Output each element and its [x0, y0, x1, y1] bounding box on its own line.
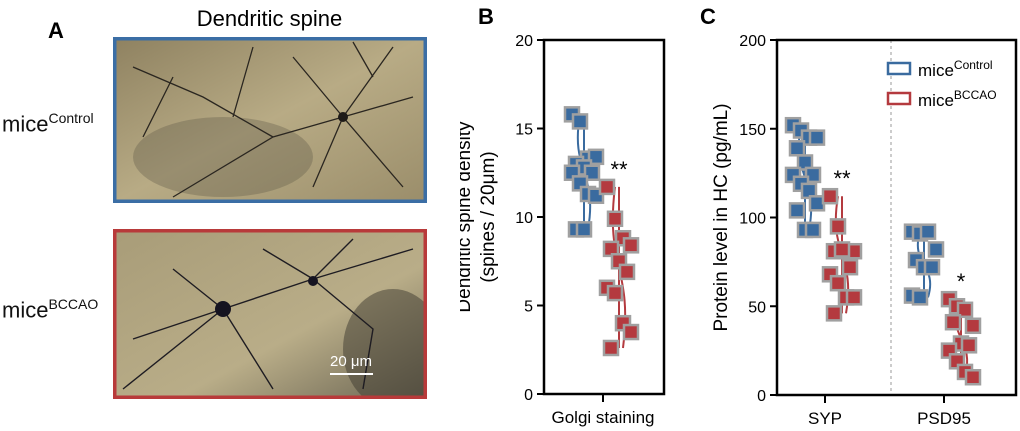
data-point-bccao — [618, 263, 636, 281]
data-point-control — [788, 202, 806, 219]
data-point-bccao — [845, 289, 863, 306]
data-point-bccao — [944, 313, 962, 331]
data-point-bccao — [956, 301, 974, 319]
y-tick-label: 100 — [739, 211, 766, 228]
data-point-bccao — [964, 317, 982, 335]
y-tick-label: 150 — [739, 122, 766, 139]
panel-b-letter: B — [478, 4, 494, 29]
y-tick-label: 5 — [524, 299, 533, 316]
panel-c-letter: C — [700, 4, 716, 29]
data-point-bccao — [821, 187, 839, 205]
y-axis-label: Protein level in HC (pg/mL) — [711, 103, 732, 331]
y-tick-label: 15 — [515, 122, 533, 139]
legend-swatch-bccao — [886, 91, 912, 106]
data-point-bccao — [622, 323, 640, 341]
panel-a-title: Dendritic spine — [196, 6, 343, 31]
data-point-control — [808, 129, 826, 146]
y-tick-label: 20 — [515, 33, 533, 50]
data-point-bccao — [606, 284, 624, 302]
data-point-control — [587, 148, 605, 166]
data-point-control — [788, 140, 806, 157]
data-point-bccao — [606, 210, 624, 228]
data-point-bccao — [833, 241, 851, 258]
micrograph-bccao: 20 μm — [113, 229, 427, 399]
legend-label-control: miceControl — [918, 58, 993, 80]
data-point-bccao — [602, 339, 620, 357]
y-axis-label: Dendritic spine density — [460, 121, 475, 313]
data-point-control — [919, 223, 937, 240]
data-point-control — [804, 166, 822, 184]
row-label-control: miceControl — [2, 110, 94, 137]
data-point-control — [575, 221, 593, 238]
y-axis-label: (spines / 20μm) — [478, 151, 499, 282]
significance-marker: ** — [610, 157, 628, 182]
significance-marker: ** — [833, 166, 851, 191]
data-point-control — [927, 241, 945, 258]
significance-marker: * — [957, 269, 966, 294]
data-point-bccao — [622, 237, 640, 254]
data-point-bccao — [825, 305, 843, 322]
data-point-bccao — [829, 218, 847, 235]
data-point-bccao — [829, 274, 847, 292]
data-point-bccao — [841, 258, 859, 276]
data-point-control — [583, 164, 601, 181]
panel-a-letter: A — [48, 18, 64, 43]
data-point-bccao — [960, 337, 978, 354]
y-tick-label: 0 — [757, 388, 766, 405]
legend-label-bccao: miceBCCAO — [918, 88, 997, 110]
data-point-control — [911, 289, 929, 306]
micrograph-control — [113, 37, 427, 203]
data-point-bccao — [598, 178, 616, 196]
data-point-control — [804, 221, 822, 239]
x-tick-label: SYP — [808, 409, 842, 428]
x-tick-label: PSD95 — [917, 409, 971, 428]
legend-swatch-control — [886, 61, 912, 76]
data-point-control — [571, 113, 589, 130]
y-tick-label: 200 — [739, 33, 766, 50]
row-label-bccao: miceBCCAO — [2, 296, 99, 323]
scale-bar-label: 20 μm — [330, 353, 372, 370]
data-point-bccao — [964, 369, 982, 386]
data-point-control — [923, 258, 941, 276]
y-tick-label: 10 — [515, 210, 533, 227]
x-tick-label: Golgi staining — [551, 408, 654, 427]
y-tick-label: 0 — [524, 387, 533, 404]
y-tick-label: 50 — [748, 299, 766, 316]
